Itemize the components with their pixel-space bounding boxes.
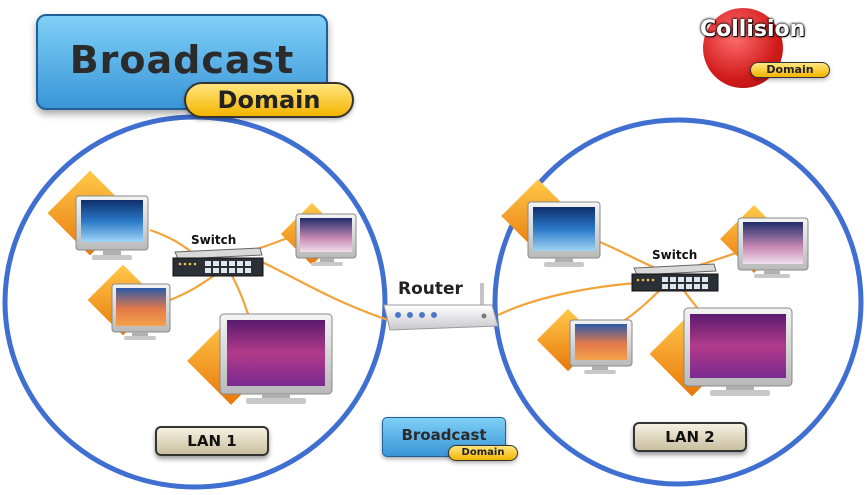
collision-logo-title: Collision [700, 17, 806, 42]
workstation-6 [720, 205, 809, 278]
switch-left-label: Switch [191, 233, 237, 247]
broadcast-badge-title: Broadcast [69, 38, 295, 82]
broadcast-small-subtitle: Domain [448, 445, 518, 461]
lan-2-label: LAN 2 [633, 422, 747, 452]
switch-right [631, 263, 719, 292]
workstation-8 [649, 307, 793, 397]
workstation-4 [187, 313, 333, 405]
broadcast-small-title: Broadcast [401, 426, 487, 444]
broadcast-domain-circle-left [2, 114, 388, 490]
switch-left [172, 247, 264, 277]
workstation-1 [47, 170, 149, 260]
collision-logo-subtitle: Domain [750, 62, 830, 78]
workstation-7 [536, 308, 633, 374]
workstation-5 [501, 179, 601, 267]
router [383, 283, 499, 331]
broadcast-domain-circle-right [492, 117, 864, 487]
lan-1-label: LAN 1 [155, 426, 269, 456]
workstation-3 [87, 264, 171, 340]
workstation-2 [280, 202, 357, 266]
switch-right-label: Switch [652, 248, 698, 262]
router-label: Router [398, 279, 463, 299]
broadcast-badge-subtitle: Domain [184, 82, 354, 118]
